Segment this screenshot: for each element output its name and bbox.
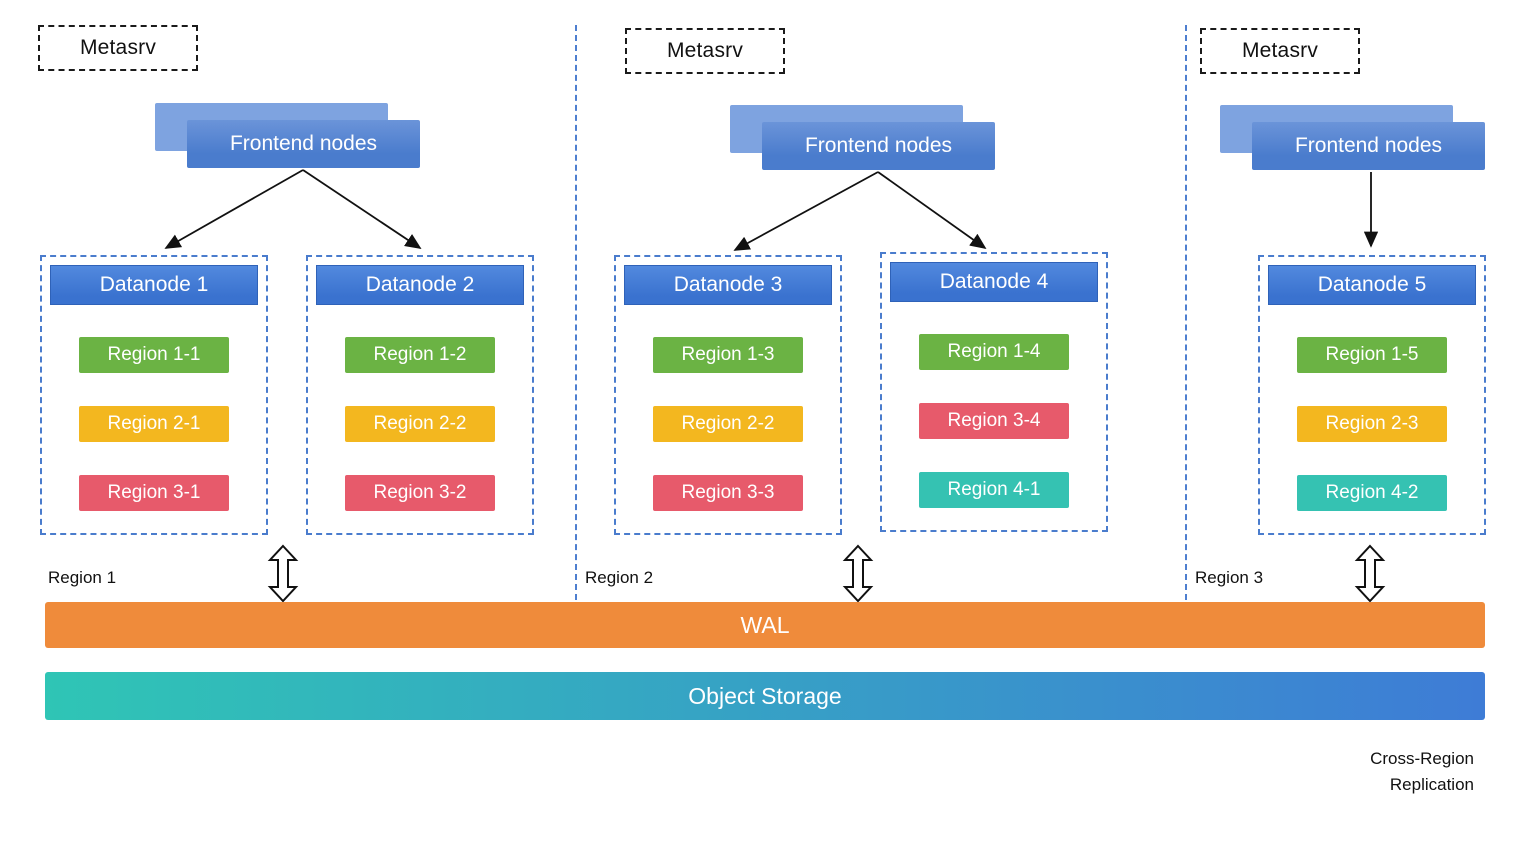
frontend-to-datanode1-arrow bbox=[164, 169, 304, 249]
region-label: Region 1 bbox=[48, 568, 117, 587]
region-chip: Region 4-2 bbox=[1297, 475, 1447, 511]
wal-sync-arrow bbox=[267, 544, 299, 603]
region-chip: Region 3-2 bbox=[345, 475, 495, 511]
region-chip: Region 3-3 bbox=[653, 475, 803, 511]
frontend-to-datanode3-arrow bbox=[733, 171, 879, 251]
region-chip: Region 2-2 bbox=[653, 406, 803, 442]
object-storage-label: Object Storage bbox=[688, 682, 842, 709]
region-chip: Region 4-1 bbox=[919, 472, 1069, 508]
region-chip: Region 2-1 bbox=[79, 406, 229, 442]
datanode-header: Datanode 3 bbox=[624, 265, 832, 305]
wal-label: WAL bbox=[740, 611, 790, 638]
datanode-header: Datanode 2 bbox=[316, 265, 524, 305]
cross-region-line2: Replication bbox=[1389, 775, 1474, 795]
metasrv-box: Metasrv bbox=[1200, 28, 1360, 74]
wal-bar: WAL bbox=[45, 602, 1485, 648]
region-chip: Region 3-1 bbox=[79, 475, 229, 511]
frontend-nodes: Frontend nodes bbox=[762, 122, 995, 170]
metasrv-box: Metasrv bbox=[38, 25, 198, 71]
region-label: Region 3 bbox=[1195, 568, 1264, 587]
region-chip: Region 3-4 bbox=[919, 403, 1069, 439]
region-label: Region 2 bbox=[585, 568, 654, 587]
object-storage-bar: Object Storage bbox=[45, 672, 1485, 720]
frontend-to-datanode4-arrow bbox=[877, 171, 987, 250]
region-chip: Region 1-1 bbox=[79, 337, 229, 373]
cross-region-line1: Cross-Region bbox=[1370, 749, 1474, 768]
wal-sync-arrow bbox=[842, 544, 874, 603]
datanode-header: Datanode 5 bbox=[1268, 265, 1476, 305]
region-chip: Region 1-5 bbox=[1297, 337, 1447, 373]
region-chip: Region 1-4 bbox=[919, 334, 1069, 370]
region-separator bbox=[575, 25, 577, 600]
region-chip: Region 1-2 bbox=[345, 337, 495, 373]
region-separator bbox=[1185, 25, 1187, 600]
metasrv-box: Metasrv bbox=[625, 28, 785, 74]
frontend-nodes: Frontend nodes bbox=[187, 120, 420, 168]
region-chip: Region 2-3 bbox=[1297, 406, 1447, 442]
region-chip: Region 2-2 bbox=[345, 406, 495, 442]
datanode-header: Datanode 1 bbox=[50, 265, 258, 305]
cross-region-replication-note: Cross-Region Replication bbox=[1254, 746, 1474, 799]
wal-sync-arrow bbox=[1354, 544, 1386, 603]
frontend-to-datanode2-arrow bbox=[302, 169, 422, 249]
datanode-header: Datanode 4 bbox=[890, 262, 1098, 302]
frontend-nodes: Frontend nodes bbox=[1252, 122, 1485, 170]
region-chip: Region 1-3 bbox=[653, 337, 803, 373]
